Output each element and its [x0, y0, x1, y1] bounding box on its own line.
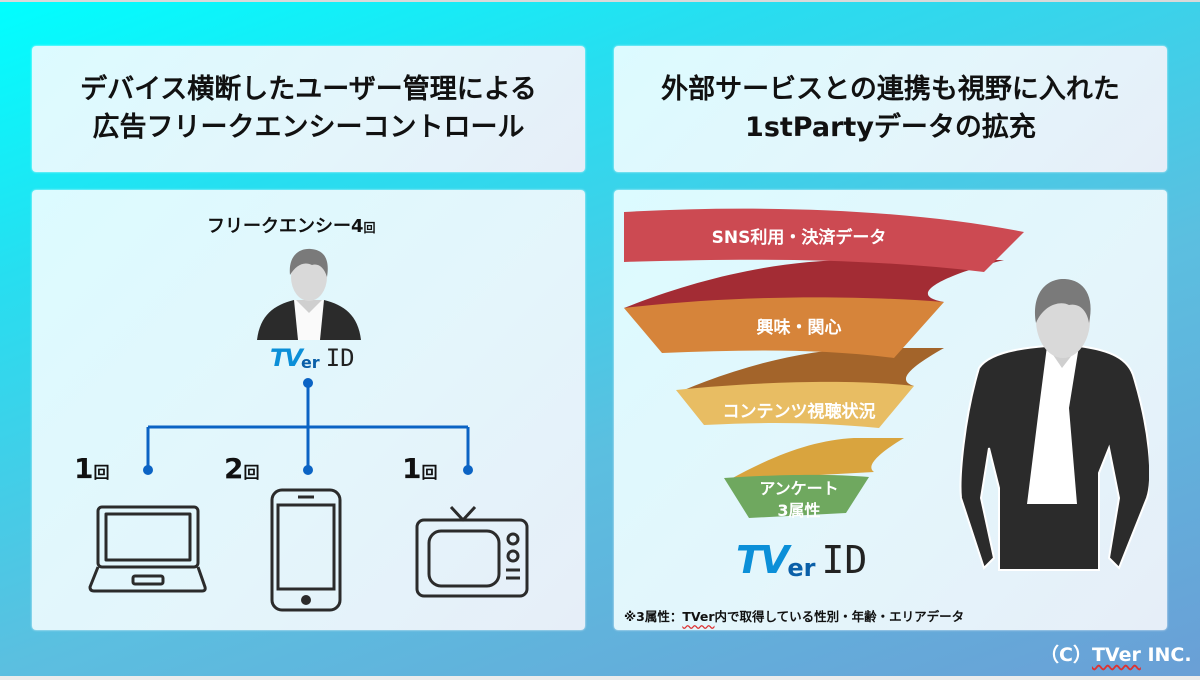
smartphone-count: 2回: [224, 452, 260, 485]
funnel-fold-1: [624, 260, 1004, 308]
funnel-label-survey-line2: 3属性: [777, 501, 821, 520]
funnel-label-content: コンテンツ視聴状況: [722, 402, 876, 422]
funnel-label-interest: 興味・関心: [756, 318, 842, 338]
user-figure-icon: [959, 278, 1149, 571]
funnel-band-1: [624, 208, 1024, 272]
user-avatar-icon: [257, 248, 361, 340]
smartphone-count-unit: 回: [243, 463, 260, 482]
laptop-count-unit: 回: [93, 463, 110, 482]
note-suffix: 内で取得している性別・年齢・エリアデータ: [714, 609, 965, 624]
right-title-line2: 1stPartyデータの拡充: [745, 112, 1036, 143]
tv-count-unit: 回: [421, 463, 438, 482]
logo-tv: TV: [736, 538, 789, 582]
smartphone-icon: [270, 488, 342, 612]
right-title-panel: 外部サービスとの連携も視野に入れた 1stPartyデータの拡充: [614, 46, 1167, 172]
funnel-fold-2b: [624, 297, 944, 358]
laptop-icon: [88, 505, 207, 593]
funnel-band-3: [676, 381, 914, 428]
connector-dot-tv: [463, 465, 473, 475]
connector-dot-laptop: [143, 465, 153, 475]
tv-count-value: 1: [402, 452, 422, 485]
funnel-fold-2: [684, 348, 944, 390]
tv-count: 1回: [402, 452, 438, 485]
logo-er: er: [300, 353, 320, 372]
logo-id: ID: [325, 344, 355, 372]
logo-tv: TV: [270, 344, 303, 372]
tv-icon: [415, 505, 529, 598]
funnel-label-sns: SNS利用・決済データ: [711, 228, 887, 248]
frequency-unit: 回: [363, 221, 376, 235]
copyright: （C）TVer INC.: [1040, 640, 1192, 667]
frequency-label: フリークエンシー4: [207, 216, 364, 237]
data-funnel: [624, 208, 1024, 518]
note-brand: TVer: [682, 609, 715, 624]
left-title-panel: デバイス横断したユーザー管理による 広告フリークエンシーコントロール: [32, 46, 585, 172]
laptop-count: 1回: [74, 452, 110, 485]
copyright-prefix: （C）: [1040, 644, 1092, 666]
right-title-line1: 外部サービスとの連携も視野に入れた: [661, 74, 1120, 105]
copyright-brand: TVer: [1091, 644, 1141, 666]
logo-er: er: [787, 554, 816, 582]
frequency-heading: フリークエンシー4回: [207, 212, 376, 238]
bottom-border: [0, 676, 1200, 680]
device-connector-tree: [143, 378, 473, 475]
connector-dot-phone: [303, 465, 313, 475]
funnel-fold-3: [729, 438, 904, 480]
funnel-label-survey: アンケート 3属性: [724, 478, 874, 522]
funnel-band-4: [724, 474, 869, 518]
left-title-line1: デバイス横断したユーザー管理による: [80, 74, 537, 105]
funnel-label-survey-line1: アンケート: [759, 479, 839, 498]
smartphone-count-value: 2: [224, 452, 244, 485]
note-prefix: ※3属性：: [624, 609, 683, 624]
copyright-suffix: INC.: [1140, 644, 1192, 666]
left-title-line2: 広告フリークエンシーコントロール: [92, 112, 525, 143]
connector-dot-top: [303, 378, 313, 388]
laptop-count-value: 1: [74, 452, 94, 485]
attribute-note: ※3属性：TVer内で取得している性別・年齢・エリアデータ: [624, 606, 964, 625]
top-border: [0, 0, 1200, 2]
data-expansion-panel: SNS利用・決済データ 興味・関心 コンテンツ視聴状況 アンケート 3属性 TV…: [614, 190, 1167, 630]
logo-id: ID: [821, 538, 868, 582]
